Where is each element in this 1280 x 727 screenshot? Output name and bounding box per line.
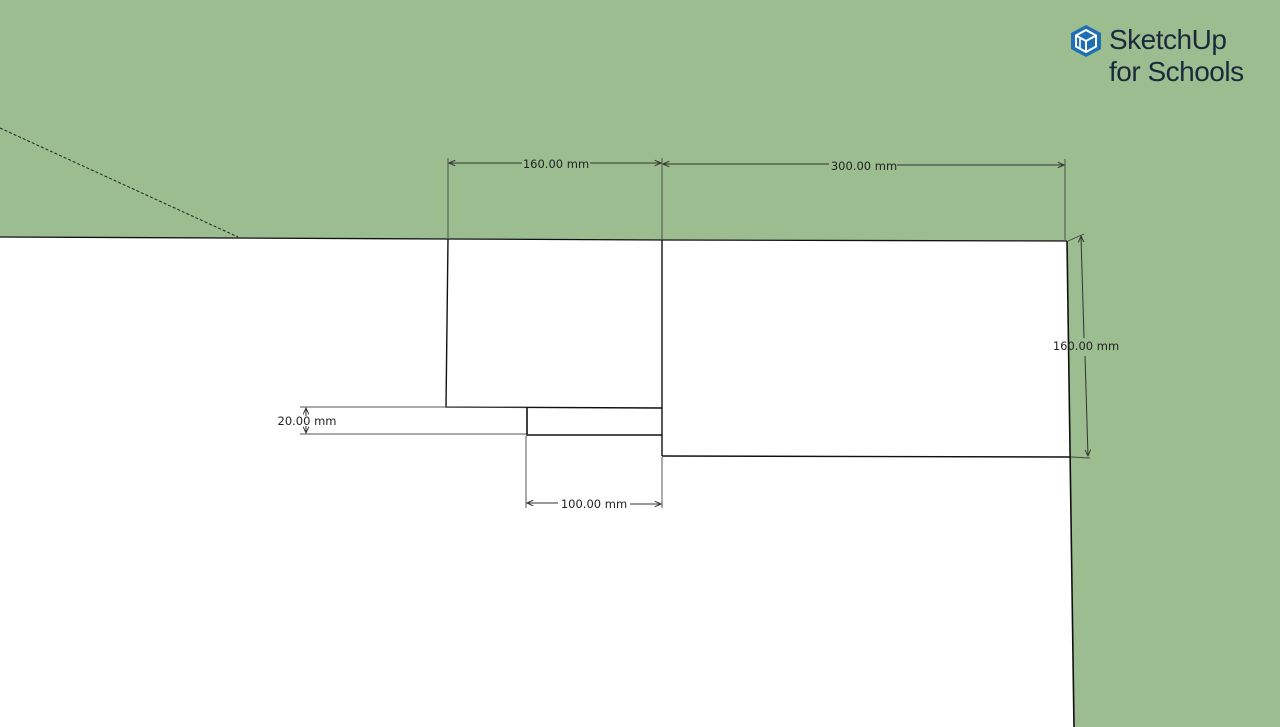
brand-subtitle: for Schools — [1109, 56, 1244, 87]
dashed-guide-line[interactable] — [0, 127, 239, 238]
step-piece-edges[interactable] — [526, 408, 662, 436]
dimension-label-step-width: 100.00 mm — [561, 497, 627, 511]
ground-right-edge[interactable] — [1066, 240, 1075, 727]
sketchup-cube-icon — [1070, 24, 1102, 58]
dimension-label-step-height: 20.00 mm — [278, 414, 337, 428]
brand-title: SketchUp — [1109, 24, 1227, 55]
dimension-right-height[interactable]: 160.00 mm — [1053, 233, 1119, 459]
dimension-label-right-height: 160.00 mm — [1053, 339, 1119, 353]
dimension-step-height[interactable]: 20.00 mm — [278, 406, 526, 435]
dimension-label-top-right: 300.00 mm — [831, 159, 897, 173]
ground-face[interactable] — [0, 237, 1074, 727]
dimension-top-right[interactable]: 300.00 mm — [663, 159, 1066, 240]
dimension-label-top-left: 160.00 mm — [523, 157, 589, 171]
ground-top-edge[interactable] — [0, 236, 1068, 242]
right-box-bottom-edge[interactable] — [661, 455, 1071, 458]
dimension-step-width[interactable]: 100.00 mm — [525, 436, 663, 511]
dimension-top-left[interactable]: 160.00 mm — [447, 157, 663, 239]
sketchup-logo: SketchUp for Schools — [1068, 22, 1268, 92]
